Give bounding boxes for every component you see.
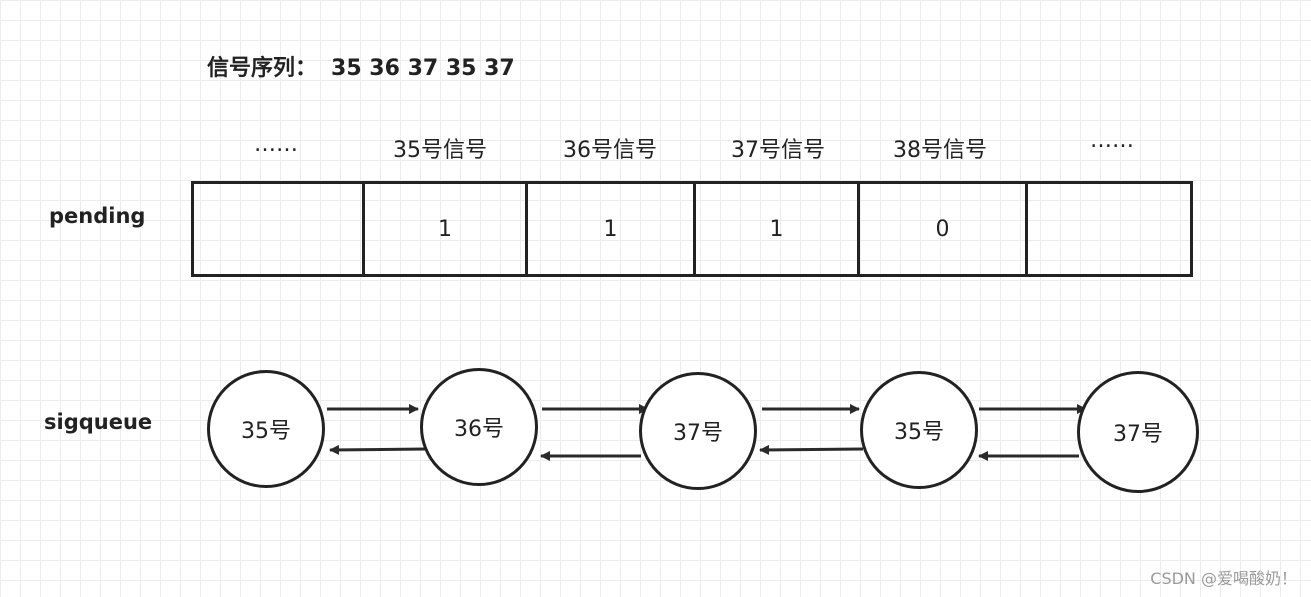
- pending-bitmap: 1 1 1 0: [191, 181, 1193, 277]
- pending-cell-36: 1: [525, 184, 693, 274]
- sigqueue-node-5: 37号: [1077, 371, 1199, 493]
- pending-row-label: pending: [49, 204, 146, 228]
- prev-arrow: [759, 444, 864, 455]
- prev-arrow: [329, 444, 427, 455]
- column-label-35: 35号信号: [393, 138, 487, 163]
- column-label-38: 38号信号: [893, 138, 987, 163]
- sigqueue-node-1: 35号: [207, 370, 325, 488]
- column-label-ellipsis-left: ……: [254, 132, 298, 157]
- signal-sequence-title: 信号序列： 35 36 37 35 37: [207, 50, 515, 82]
- sigqueue-row-label: sigqueue: [44, 410, 153, 434]
- column-label-ellipsis-right: ……: [1090, 128, 1134, 153]
- column-label-36: 36号信号: [563, 138, 657, 163]
- signal-sequence-values: 35 36 37 35 37: [331, 56, 515, 81]
- pending-cell-37: 1: [693, 184, 857, 274]
- sigqueue-node-4: 35号: [860, 371, 978, 489]
- pending-cell-38: 0: [857, 184, 1025, 274]
- pending-cell-35: 1: [362, 184, 525, 274]
- watermark: CSDN @爱喝酸奶！: [1150, 569, 1297, 588]
- pending-cell: [1025, 184, 1190, 274]
- signal-sequence-label: 信号序列：: [207, 56, 318, 81]
- sigqueue-node-2: 36号: [420, 368, 538, 486]
- column-label-37: 37号信号: [731, 138, 825, 163]
- sigqueue-node-3: 37号: [639, 372, 757, 490]
